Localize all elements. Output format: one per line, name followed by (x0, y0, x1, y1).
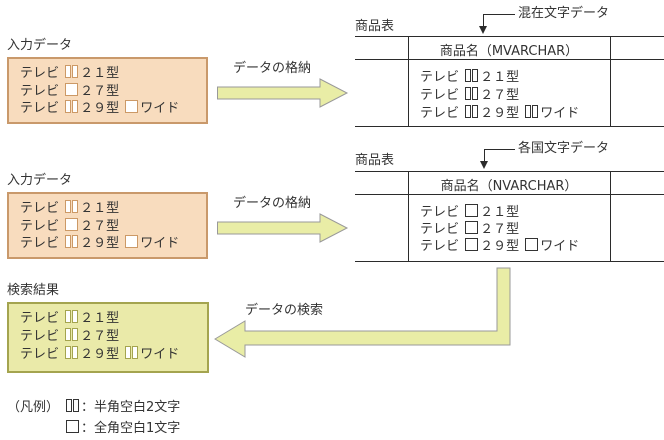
data-row: テレビ ２９型 ワイド (420, 105, 580, 123)
halfwidth-space-2char-glyph (65, 346, 79, 364)
halfwidth-space-2char-glyph (65, 200, 79, 218)
data-row: テレビ ２９型 ワイド (20, 100, 180, 118)
product-table-1-header: 商品名（MVARCHAR） (439, 44, 579, 59)
halfwidth-space-2char-glyph (465, 69, 479, 87)
halfwidth-space-2char-glyph (465, 105, 479, 123)
callout-1-line (483, 14, 515, 15)
product-table-2: 商品名（NVARCHAR） テレビ ２１型テレビ ２７型テレビ ２９型 ワイド (355, 171, 664, 262)
halfwidth-space-2char-glyph (525, 105, 539, 123)
search-result-box: テレビ ２１型テレビ ２７型テレビ ２９型 ワイド (7, 302, 209, 373)
table-1-vline-right (610, 37, 611, 126)
data-row: テレビ ２１型 (20, 200, 120, 218)
data-row: テレビ ２７型 (420, 221, 520, 237)
product-table-1-title: 商品表 (355, 19, 395, 34)
halfwidth-space-2char-glyph (125, 346, 139, 364)
fullwidth-space-1char-glyph (65, 218, 79, 231)
search-elbow-left-arrow-icon (214, 267, 511, 358)
product-table-2-rows: テレビ ２１型テレビ ２７型テレビ ２９型 ワイド (420, 204, 579, 255)
table-2-header-separator (355, 194, 664, 195)
store-arrow-1-label: データの格納 (233, 61, 312, 76)
search-result-label: 検索結果 (7, 283, 60, 298)
legend-title: （凡例） (7, 400, 60, 415)
input-data-2-rows: テレビ ２１型テレビ ２７型テレビ ２９型 ワイド (9, 194, 206, 253)
halfwidth-space-2char-glyph (65, 100, 79, 118)
data-row: テレビ ２９型 ワイド (20, 346, 180, 364)
fullwidth-space-1char-glyph (525, 238, 539, 251)
product-table-2-title: 商品表 (355, 153, 395, 168)
store-arrow-2-right-arrow-icon (217, 213, 349, 243)
halfwidth-space-2char-glyph (65, 310, 79, 328)
fullwidth-space-1char-glyph (66, 420, 79, 433)
table-2-vline-right (610, 172, 611, 261)
data-row: テレビ ２７型 (20, 83, 120, 99)
fullwidth-space-1char-glyph (465, 238, 479, 251)
data-row: ：半角空白2文字 (64, 398, 180, 419)
input-data-2-label: 入力データ (7, 173, 73, 188)
halfwidth-space-2char-glyph (65, 65, 79, 83)
product-table-1-callout-label: 混在文字データ (518, 6, 610, 21)
input-data-1-label: 入力データ (7, 38, 73, 53)
data-row: テレビ ２１型 (420, 204, 520, 220)
table-1-header-separator (355, 59, 664, 60)
product-table-1: 商品名（MVARCHAR） テレビ ２１型テレビ ２７型テレビ ２９型 ワイド (355, 36, 664, 127)
fullwidth-space-1char-glyph (465, 221, 479, 234)
data-row: テレビ ２７型 (20, 218, 120, 234)
store-arrow-2-label: データの格納 (233, 196, 312, 211)
fullwidth-space-1char-glyph (125, 235, 139, 248)
data-row: テレビ ２９型 ワイド (420, 238, 580, 254)
data-row: テレビ ２１型 (420, 69, 520, 87)
product-table-2-header: 商品名（NVARCHAR） (440, 179, 578, 194)
data-row: テレビ ２１型 (20, 65, 120, 83)
table-1-vline-left (408, 37, 409, 126)
halfwidth-space-2char-glyph (65, 235, 79, 253)
halfwidth-space-2char-glyph (465, 87, 479, 105)
callout-2-line-vertical (484, 149, 485, 161)
fullwidth-space-1char-glyph (125, 100, 139, 113)
data-row: テレビ ２１型 (20, 310, 120, 328)
callout-2-down-arrow-icon (480, 161, 488, 169)
data-row: ：全角空白1文字 (64, 419, 180, 439)
callout-1-down-arrow-icon (479, 26, 487, 34)
search-result-rows: テレビ ２１型テレビ ２７型テレビ ２９型 ワイド (9, 304, 207, 364)
halfwidth-space-2char-glyph (65, 328, 79, 346)
input-data-1-box: テレビ ２１型テレビ ２７型テレビ ２９型 ワイド (7, 57, 208, 124)
callout-2-line (484, 149, 515, 150)
data-row: テレビ ２７型 (20, 328, 120, 346)
store-arrow-1-right-arrow-icon (217, 78, 349, 108)
halfwidth-space-2char-glyph (66, 399, 79, 419)
search-arrow-label: データの検索 (245, 303, 324, 318)
legend-rows: ：半角空白2文字：全角空白1文字 (64, 398, 180, 439)
fullwidth-space-1char-glyph (65, 83, 79, 96)
product-table-2-callout-label: 各国文字データ (518, 141, 610, 156)
input-data-2-box: テレビ ２１型テレビ ２７型テレビ ２９型 ワイド (7, 192, 208, 259)
data-row: テレビ ２７型 (420, 87, 520, 105)
data-row: テレビ ２９型 ワイド (20, 235, 180, 253)
table-2-vline-left (408, 172, 409, 261)
input-data-1-rows: テレビ ２１型テレビ ２７型テレビ ２９型 ワイド (9, 59, 206, 118)
fullwidth-space-1char-glyph (465, 204, 479, 217)
product-table-1-rows: テレビ ２１型テレビ ２７型テレビ ２９型 ワイド (420, 69, 579, 123)
callout-1-line-vertical (483, 14, 484, 26)
